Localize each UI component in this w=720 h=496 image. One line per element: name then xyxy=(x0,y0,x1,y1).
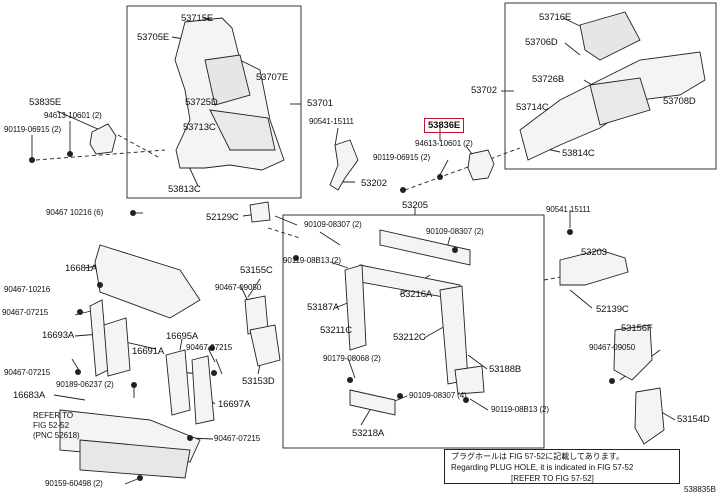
part-label-53814c: 53814C xyxy=(562,148,595,159)
seal-16697a-shape xyxy=(191,355,215,425)
part-label-53153d: 53153D xyxy=(242,376,275,387)
part-label-16697a: 16697A xyxy=(218,399,251,410)
part-label-53705e: 53705E xyxy=(137,32,170,43)
bracket-53203-shape xyxy=(559,249,629,286)
part-label-53813c: 53813C xyxy=(168,184,201,195)
part-label-53188b: 53188B xyxy=(489,364,522,375)
part-label-53708d: 53708D xyxy=(663,96,696,107)
bracket-53153d-shape xyxy=(249,324,281,367)
part-label-16683a: 16683A xyxy=(13,390,46,401)
bolt-label-90467-07215-d: 90467-07215 xyxy=(214,434,261,443)
part-label-52139c: 52139C xyxy=(596,304,629,315)
part-label-53187a: 53187A xyxy=(307,302,340,313)
plug-hole-note-reference: [REFER TO FIG 57-52] xyxy=(511,474,594,483)
bolt-label-90467-09050-a: 90467-09050 xyxy=(215,283,262,292)
part-label-53216a: 53216A xyxy=(400,289,433,300)
bolt-label-90119-06915-left: 90119-06915 (2) xyxy=(4,125,62,134)
bolt-label-90109-08307-c: 90109-08307 (4) xyxy=(409,391,467,400)
bolt-label-90467-07215-b: 90467-07215 xyxy=(186,343,233,352)
center-support-frame xyxy=(282,214,545,449)
bolt-label-90467-07215-c: 90467-07215 xyxy=(4,368,51,377)
part-label-53716e: 53716E xyxy=(539,12,572,23)
plug-hole-note-japanese: プラグホールは FIG 57-52に記載してあります。 xyxy=(451,452,624,461)
part-label-16695a: 16695A xyxy=(166,331,199,342)
bolt-label-90467-10216-b: 90467-10216 xyxy=(4,285,51,294)
bolt-label-90119-08b13-a: 90119-08B13 (2) xyxy=(283,256,341,265)
part-label-53726b: 53726B xyxy=(532,74,565,85)
part-label-52129c: 52129C xyxy=(206,212,239,223)
part-label-53218a: 53218A xyxy=(352,428,385,439)
part-label-53212c: 53212C xyxy=(393,332,426,343)
bolt-label-90467-10216-a: 90467 10216 (6) xyxy=(46,208,104,217)
diagram-code: 538835B xyxy=(683,485,716,494)
part-label-53707e: 53707E xyxy=(256,72,289,83)
bolt-label-90541-15111-b: 90541 15111 xyxy=(546,205,591,214)
part-label-53154d: 53154D xyxy=(677,414,710,425)
part-label-53706d: 53706D xyxy=(525,37,558,48)
bolt-label-90159-60498: 90159-60498 (2) xyxy=(45,479,103,488)
part-label-53714c: 53714C xyxy=(516,102,549,113)
bracket-53835e-shape xyxy=(89,123,117,155)
refer-to-fig-note: REFER TO FIG 52-52 (PNC 52618) xyxy=(33,411,80,440)
bolt-label-90119-08b13-b: 90119-08B13 (2) xyxy=(491,405,549,414)
part-label-53713c: 53713C xyxy=(183,122,216,133)
lower-support-53218a-shape xyxy=(349,389,396,416)
part-label-53205: 53205 xyxy=(402,200,428,211)
bracket-52129c-shape xyxy=(249,201,271,223)
part-label-53202: 53202 xyxy=(361,178,387,189)
part-label-53701: 53701 xyxy=(307,98,333,109)
seal-16691a-shape xyxy=(103,317,131,377)
part-label-53725d: 53725D xyxy=(185,97,218,108)
hood-lock-support-16681a-shape xyxy=(94,244,201,319)
bolt-label-90467-09050-b: 90467-09050 xyxy=(589,343,636,352)
support-53211c-shape xyxy=(344,264,367,351)
part-label-53835e: 53835E xyxy=(29,97,62,108)
bolt-label-94613-10601-left: 94613-10601 (2) xyxy=(44,111,102,120)
bolt-label-90467-07215-a: 90467-07215 xyxy=(2,308,49,317)
plug-hole-note-english: Regarding PLUG HOLE, it is indicated in … xyxy=(451,463,634,472)
part-label-53836e-highlighted: 53836E xyxy=(424,118,465,133)
part-label-53155c: 53155C xyxy=(240,265,273,276)
part-label-16691a: 16691A xyxy=(132,346,165,357)
upper-left-assembly-frame xyxy=(126,5,302,199)
plug-hole-note-box: プラグホールは FIG 57-52に記載してあります。 Regarding PL… xyxy=(444,449,680,484)
part-label-53203: 53203 xyxy=(581,247,607,258)
seal-16695a-shape xyxy=(165,349,191,416)
bolt-label-90189-06237: 90189-06237 (2) xyxy=(56,380,114,389)
bolt-label-90119-06915-right: 90119-06915 (2) xyxy=(373,153,431,162)
bolt-label-90109-08307-b: 90109-08307 (2) xyxy=(426,227,484,236)
part-label-53156f: 53156F xyxy=(621,323,653,334)
bolt-label-90541-15111-a: 90541-15111 xyxy=(309,117,354,126)
part-label-16681a: 16681A xyxy=(65,263,98,274)
bracket-53154d-shape xyxy=(634,387,665,445)
bracket-53836e-shape xyxy=(467,149,495,181)
bolt-label-90179-08068: 90179-08068 (2) xyxy=(323,354,381,363)
part-label-53211c: 53211C xyxy=(320,325,352,336)
upper-crossmember-shape xyxy=(379,229,471,266)
bolt-label-94613-10601-right: 94613-10601 (2) xyxy=(415,139,473,148)
bracket-53202-shape xyxy=(329,139,359,191)
bracket-53156f-shape xyxy=(613,324,653,381)
part-label-16693a: 16693A xyxy=(42,330,75,341)
upper-right-assembly-frame xyxy=(504,2,717,170)
part-label-53702: 53702 xyxy=(471,85,497,96)
bolt-label-90109-08307-a: 90109-08307 (2) xyxy=(304,220,362,229)
part-label-53715e: 53715E xyxy=(181,13,214,24)
